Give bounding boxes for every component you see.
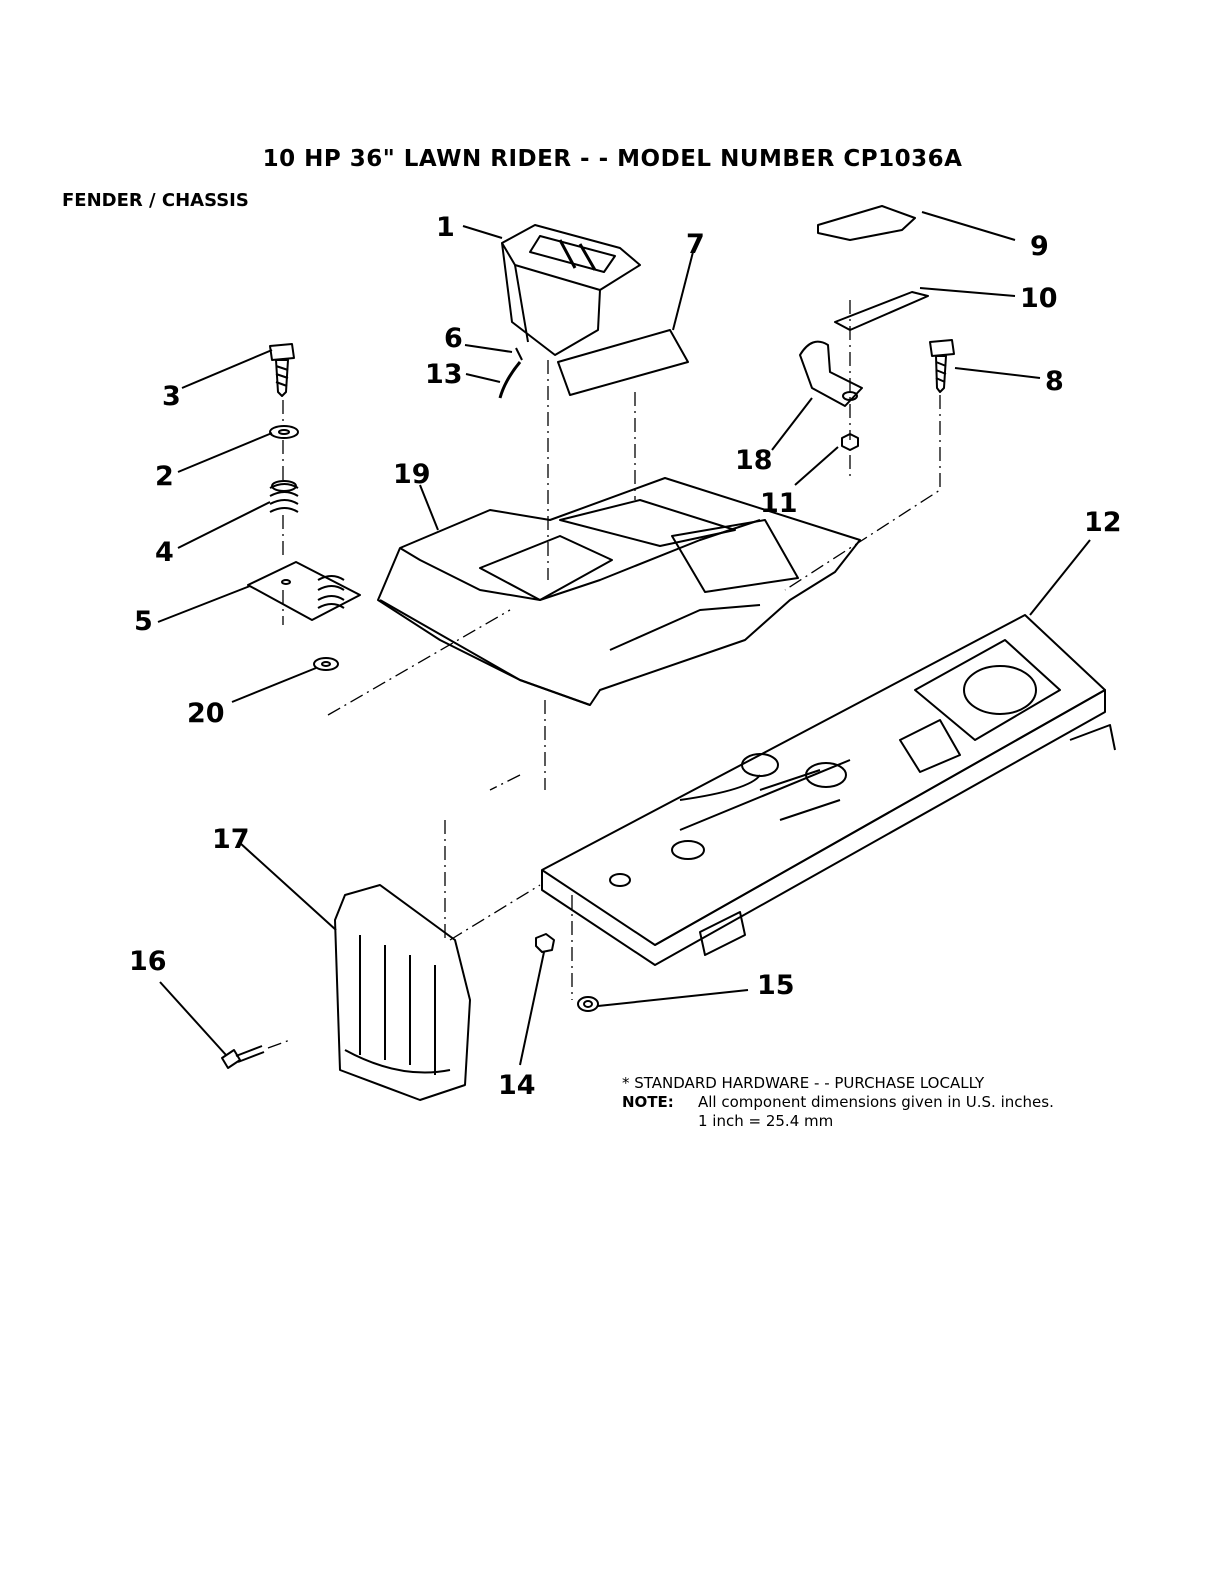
part-10-plate <box>835 292 928 330</box>
callout-17: 17 <box>212 824 250 855</box>
callout-7: 7 <box>686 229 705 260</box>
part-2-washer <box>270 426 298 438</box>
part-9-bracket <box>818 206 915 240</box>
note-label: NOTE: <box>622 1093 698 1112</box>
callout-19: 19 <box>393 459 431 490</box>
part-18-clamp <box>800 342 862 406</box>
callout-4: 4 <box>155 537 174 568</box>
part-13-wire <box>500 362 520 398</box>
callout-5: 5 <box>134 606 153 637</box>
part-5-plate <box>248 562 360 620</box>
callout-13: 13 <box>425 359 463 390</box>
part-1-battery-box <box>502 225 640 355</box>
callout-12: 12 <box>1084 507 1122 538</box>
part-4-spring <box>270 481 298 512</box>
callout-18: 18 <box>735 445 773 476</box>
standard-hardware-note: * STANDARD HARDWARE - - PURCHASE LOCALLY <box>622 1074 1054 1093</box>
callout-16: 16 <box>129 946 167 977</box>
callout-9: 9 <box>1030 231 1049 262</box>
callout-20: 20 <box>187 698 225 729</box>
callout-14: 14 <box>498 1070 536 1101</box>
callout-2: 2 <box>155 461 174 492</box>
part-15-nut <box>578 997 598 1011</box>
part-17-panel <box>335 885 470 1100</box>
part-20-washer <box>314 658 338 670</box>
callout-1: 1 <box>436 212 455 243</box>
part-16-screw <box>222 1046 264 1068</box>
callout-11: 11 <box>760 488 798 519</box>
conversion-note: 1 inch = 25.4 mm <box>698 1112 833 1130</box>
note-text: All component dimensions given in U.S. i… <box>698 1093 1054 1111</box>
callout-15: 15 <box>757 970 795 1001</box>
part-7-pad <box>558 330 688 395</box>
callout-10: 10 <box>1020 283 1058 314</box>
callout-3: 3 <box>162 381 181 412</box>
part-3-bolt <box>270 344 294 396</box>
part-6-clip <box>516 348 522 360</box>
callout-8: 8 <box>1045 366 1064 397</box>
part-14-nut <box>536 934 554 952</box>
part-8-bolt <box>930 340 954 392</box>
notes-block: * STANDARD HARDWARE - - PURCHASE LOCALLY… <box>622 1074 1054 1131</box>
callout-6: 6 <box>444 323 463 354</box>
